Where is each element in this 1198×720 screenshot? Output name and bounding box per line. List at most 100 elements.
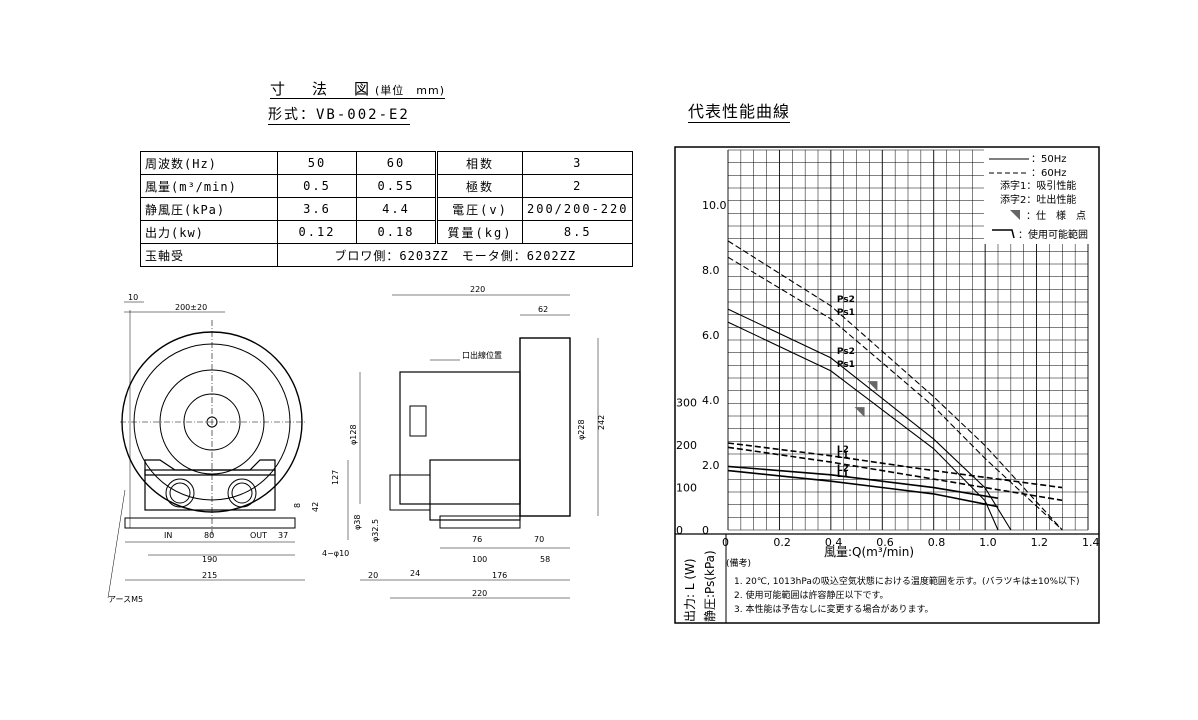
dim-200: 200±20 bbox=[175, 303, 207, 312]
spec-50hz: 0.5 bbox=[277, 174, 357, 198]
series-line-l2-60hz bbox=[727, 442, 1063, 489]
ps-tick-label: 6.0 bbox=[702, 329, 720, 342]
l-tick-label: 200 bbox=[676, 439, 697, 452]
series-line-l2-50hz bbox=[727, 465, 999, 499]
dim-176: 176 bbox=[492, 571, 507, 580]
dim-127: 127 bbox=[331, 470, 340, 485]
x-tick-label: 0.4 bbox=[825, 536, 843, 549]
port-label: 口出線位置 bbox=[462, 350, 502, 360]
dim-215: 215 bbox=[202, 571, 217, 580]
series-label: L1 bbox=[837, 470, 849, 480]
bearing-value: ブロワ側：6203ZZ モータ側：6202ZZ bbox=[276, 243, 634, 267]
dim-20: 20 bbox=[368, 571, 378, 580]
series-line-l1-60hz bbox=[727, 446, 1063, 502]
spec-point-marker bbox=[854, 407, 865, 418]
spec-value2: 200/200-220 bbox=[521, 197, 634, 221]
spec-60hz: 4.4 bbox=[356, 197, 437, 221]
x-axis-label: 風量:Q(m³/min) bbox=[824, 545, 914, 559]
x-tick-label: 0.2 bbox=[773, 536, 791, 549]
dim-220-top: 220 bbox=[470, 285, 485, 294]
spec-label: 風量(m³/min) bbox=[140, 174, 278, 198]
series-label: L2 bbox=[837, 464, 849, 474]
series-line-ps2-50hz bbox=[727, 308, 1012, 531]
series-line-ps2-60hz bbox=[727, 240, 1063, 531]
series-line-ps1-60hz bbox=[727, 256, 1063, 531]
legend-sub1: 添字1：吸引性能 bbox=[1000, 179, 1076, 192]
dim-37: 37 bbox=[278, 531, 288, 540]
x-tick-label: 0.6 bbox=[876, 536, 894, 549]
ps-tick-label: 8.0 bbox=[702, 264, 720, 277]
label-in: IN bbox=[164, 531, 172, 540]
spec-60hz: 0.55 bbox=[356, 174, 437, 198]
ps-tick-label: 2.0 bbox=[702, 459, 720, 472]
series-label: L1 bbox=[837, 451, 849, 461]
l-tick-label: 300 bbox=[676, 397, 697, 410]
spec-label2: 相数 bbox=[435, 151, 523, 175]
side-view bbox=[347, 294, 599, 599]
legend-sub2: 添字2：吐出性能 bbox=[1000, 193, 1076, 206]
legend-spec-point: ：仕 様 点 bbox=[1026, 209, 1086, 222]
dim-62: 62 bbox=[538, 305, 548, 314]
earth-label: アースM5 bbox=[108, 595, 143, 604]
dim-24: 24 bbox=[410, 569, 420, 578]
legend-usable: ：使用可能範囲 bbox=[1018, 228, 1088, 241]
legend-60hz: ：60Hz bbox=[1031, 168, 1067, 179]
y-axis-l-label: 出力: L (W) bbox=[683, 558, 697, 622]
dimension-title: 寸 法 図(単位 mm) bbox=[270, 80, 446, 99]
series-line-ps1-50hz bbox=[727, 321, 999, 531]
series-label: L2 bbox=[837, 445, 849, 455]
ps-tick-label: 0 bbox=[702, 524, 709, 537]
spec-label: 出力(kw) bbox=[140, 220, 278, 244]
series-label: Ps1 bbox=[837, 360, 855, 370]
dim-10: 10 bbox=[128, 293, 138, 302]
x-tick-label: 1.0 bbox=[979, 536, 997, 549]
series-label: Ps2 bbox=[837, 347, 855, 357]
dim-38: φ38 bbox=[353, 515, 362, 530]
dim-190: 190 bbox=[202, 555, 217, 564]
dim-32-5: φ32.5 bbox=[371, 519, 380, 542]
note-1: 1. 20℃, 1013hPaの吸込空気状態における温度範囲を示す。(バラツキは… bbox=[734, 575, 1080, 587]
dim-58: 58 bbox=[540, 555, 550, 564]
series-line-l1-50hz bbox=[727, 469, 999, 508]
label-out: OUT bbox=[250, 531, 267, 540]
spec-60hz: 60 bbox=[356, 151, 437, 175]
dim-220-bottom: 220 bbox=[472, 589, 487, 598]
front-view bbox=[107, 301, 305, 599]
spec-value2: 8.5 bbox=[521, 220, 634, 244]
x-tick-label: 0.8 bbox=[928, 536, 946, 549]
spec-60hz: 0.18 bbox=[356, 220, 437, 244]
ps-tick-label: 10.0 bbox=[702, 199, 727, 212]
chart-ticks: 00.20.40.60.81.01.21.402.04.06.08.010.00… bbox=[676, 199, 1100, 549]
dim-80: 80 bbox=[204, 531, 214, 540]
l-tick-label: 100 bbox=[676, 482, 697, 495]
y-axis-ps-label: 静圧:Ps(kPa) bbox=[703, 550, 717, 622]
spec-label2: 質量(kg) bbox=[435, 220, 523, 244]
spec-label2: 電圧(v) bbox=[435, 197, 523, 221]
series-label: Ps2 bbox=[837, 295, 855, 305]
series-label: Ps1 bbox=[837, 308, 855, 318]
dim-8: 8 bbox=[293, 503, 302, 508]
notes-title: (備考) bbox=[726, 557, 751, 569]
dimension-drawing: 10 200±20 220 62 口出線位置 φ128 127 φ228 242… bbox=[107, 285, 606, 604]
legend-50hz: ：50Hz bbox=[1031, 154, 1067, 165]
dim-228: φ228 bbox=[577, 419, 586, 440]
spec-point-marker bbox=[867, 381, 878, 392]
dim-128: φ128 bbox=[349, 424, 358, 445]
spec-label2: 極数 bbox=[435, 174, 523, 198]
dim-242: 242 bbox=[597, 415, 606, 430]
x-tick-label: 1.2 bbox=[1031, 536, 1049, 549]
l-tick-label: 0 bbox=[676, 524, 683, 537]
spec-value2: 3 bbox=[521, 151, 634, 175]
spec-value2: 2 bbox=[521, 174, 634, 198]
dim-76: 76 bbox=[472, 535, 482, 544]
chart-legend: ：50Hz ：60Hz 添字1：吸引性能 添字2：吐出性能 ：仕 様 点 ：使用… bbox=[984, 148, 1098, 244]
dim-holes: 4−φ10 bbox=[322, 549, 349, 558]
model-name: 形式：VB-002-E2 bbox=[268, 104, 410, 125]
dim-100: 100 bbox=[472, 555, 487, 564]
dim-42: 42 bbox=[311, 502, 320, 512]
